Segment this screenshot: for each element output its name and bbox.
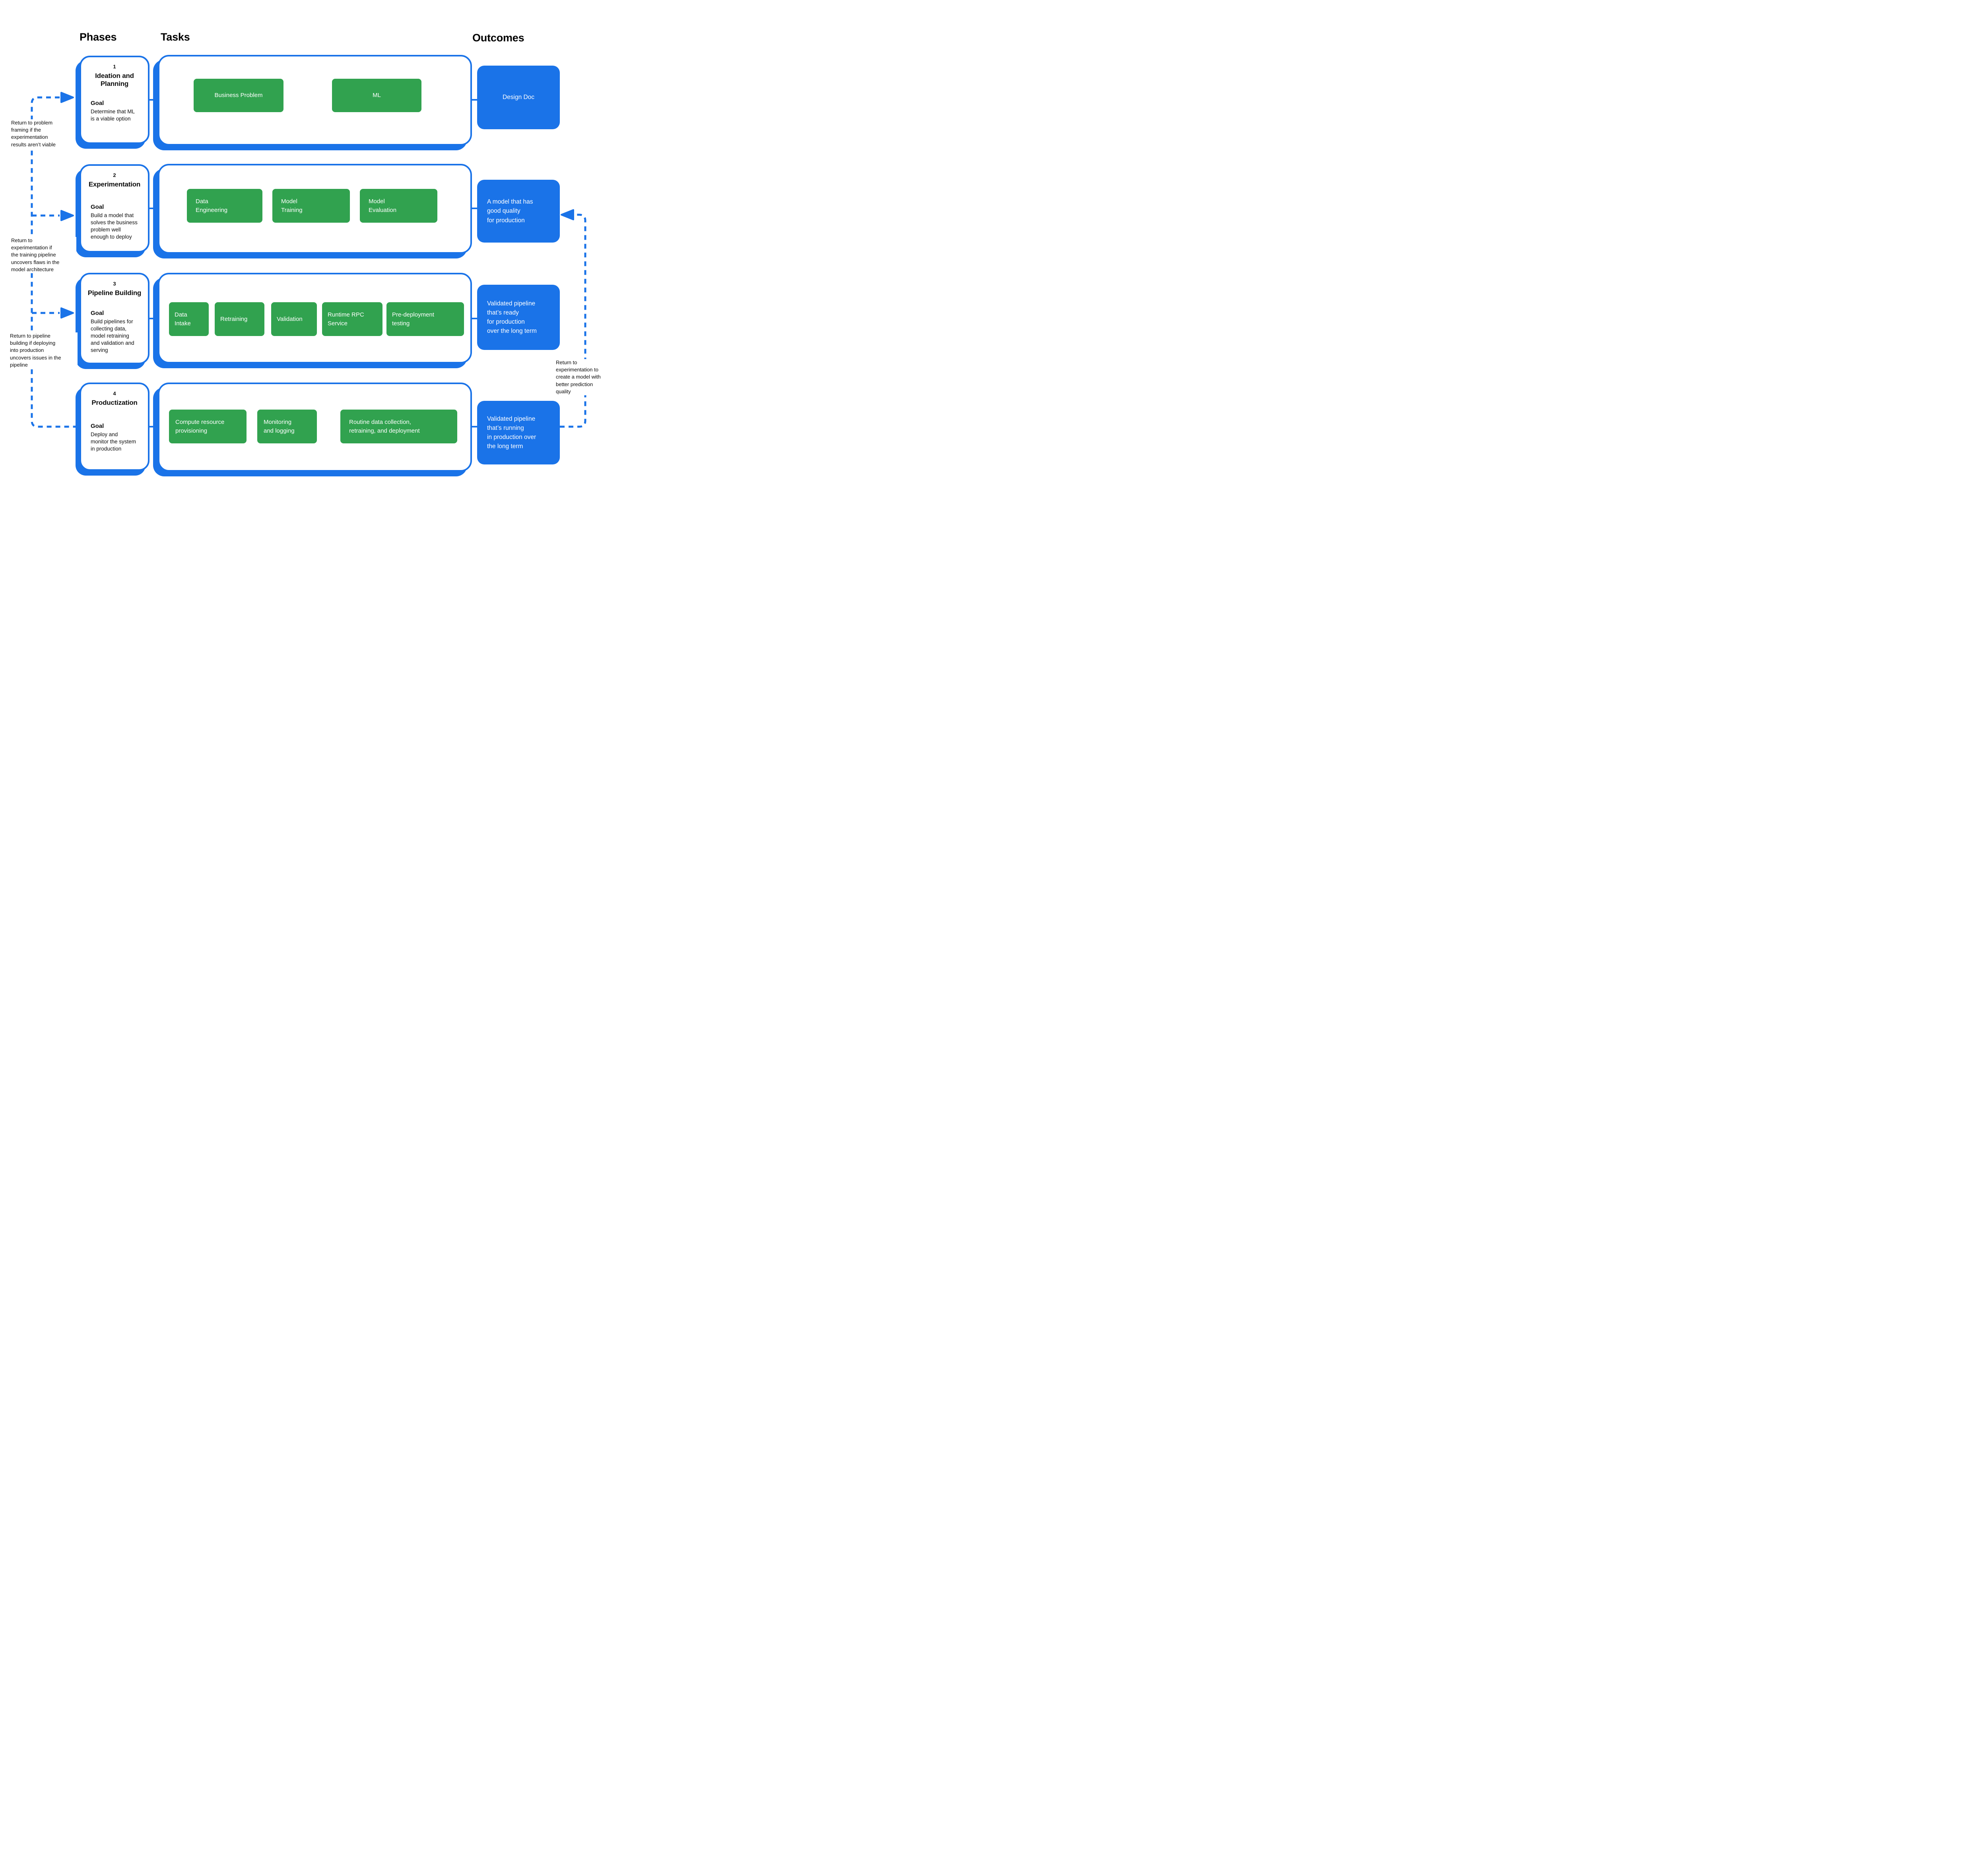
- goal-text: Determine that ML is a viable option: [91, 109, 135, 122]
- goal-label: Goal: [91, 204, 104, 211]
- phase-number: 4: [113, 390, 116, 396]
- phase-title: Ideation and Planning: [95, 72, 134, 88]
- phase-card-experimentation: 2 Experimentation Goal Build a model tha…: [80, 164, 149, 253]
- phase-title: Experimentation: [88, 181, 141, 188]
- arrow-left-icon: [561, 209, 574, 220]
- goal-block: Goal Build a model that solves the busin…: [86, 204, 143, 241]
- tasks-header: Tasks: [161, 31, 190, 43]
- task-compute-provisioning: Compute resource provisioning: [169, 410, 247, 443]
- task-routine-collection: Routine data collection, retraining, and…: [340, 410, 457, 443]
- outcomes-header: Outcomes: [472, 32, 524, 44]
- phase-number: 3: [113, 281, 116, 287]
- task-model-evaluation: Model Evaluation: [360, 189, 437, 223]
- task-runtime-rpc-service: Runtime RPC Service: [322, 302, 382, 336]
- goal-block: Goal Determine that ML is a viable optio…: [86, 100, 143, 122]
- arrow-right-icon: [60, 307, 74, 319]
- note-return-experimentation: Return to experimentation if the trainin…: [11, 237, 76, 273]
- goal-label: Goal: [91, 100, 104, 107]
- phase-card-pipeline-building: 3 Pipeline Building Goal Build pipelines…: [80, 273, 149, 364]
- task-ml: ML: [332, 79, 421, 112]
- arrow-right-icon: [60, 92, 74, 103]
- task-predeployment-testing: Pre-deployment testing: [386, 302, 464, 336]
- phase-card-productization: 4 Productization Goal Deploy and monitor…: [80, 383, 149, 471]
- goal-text: Deploy and monitor the system in product…: [91, 431, 136, 452]
- phase-title: Pipeline Building: [87, 289, 142, 297]
- mlops-phases-diagram: Phases Tasks Outcomes 1 Ideation and Pla…: [0, 0, 615, 507]
- task-retraining: Retraining: [215, 302, 264, 336]
- return-path-right: [560, 214, 586, 428]
- task-validation: Validation: [271, 302, 317, 336]
- goal-label: Goal: [91, 310, 104, 317]
- note-return-better-prediction: Return to experimentation to create a mo…: [556, 359, 615, 395]
- goal-text: Build pipelines for collecting data, mod…: [91, 319, 134, 354]
- goal-text: Build a model that solves the business p…: [91, 212, 138, 240]
- phase-number: 2: [113, 172, 116, 178]
- goal-block: Goal Build pipelines for collecting data…: [86, 310, 143, 354]
- phase-card-ideation: 1 Ideation and Planning Goal Determine t…: [80, 56, 149, 144]
- phase-title: Productization: [91, 399, 138, 406]
- goal-label: Goal: [91, 423, 104, 430]
- task-model-training: Model Training: [272, 189, 350, 223]
- task-data-engineering: Data Engineering: [187, 189, 262, 223]
- phase-number: 1: [113, 64, 116, 70]
- phases-header: Phases: [80, 31, 117, 43]
- arrow-right-icon: [60, 210, 74, 221]
- note-return-problem-framing: Return to problem framing if the experim…: [11, 119, 74, 148]
- outcome-validated-pipeline-ready: Validated pipeline that’s ready for prod…: [477, 285, 560, 350]
- note-return-pipeline-building: Return to pipeline building if deploying…: [10, 332, 78, 369]
- outcome-design-doc: Design Doc: [477, 66, 560, 129]
- outcome-validated-pipeline-running: Validated pipeline that’s running in pro…: [477, 401, 560, 464]
- goal-block: Goal Deploy and monitor the system in pr…: [86, 423, 143, 453]
- outcome-good-quality-model: A model that has good quality for produc…: [477, 180, 560, 243]
- task-monitoring-logging: Monitoring and logging: [257, 410, 317, 443]
- task-data-intake: Data Intake: [169, 302, 209, 336]
- task-business-problem: Business Problem: [194, 79, 283, 112]
